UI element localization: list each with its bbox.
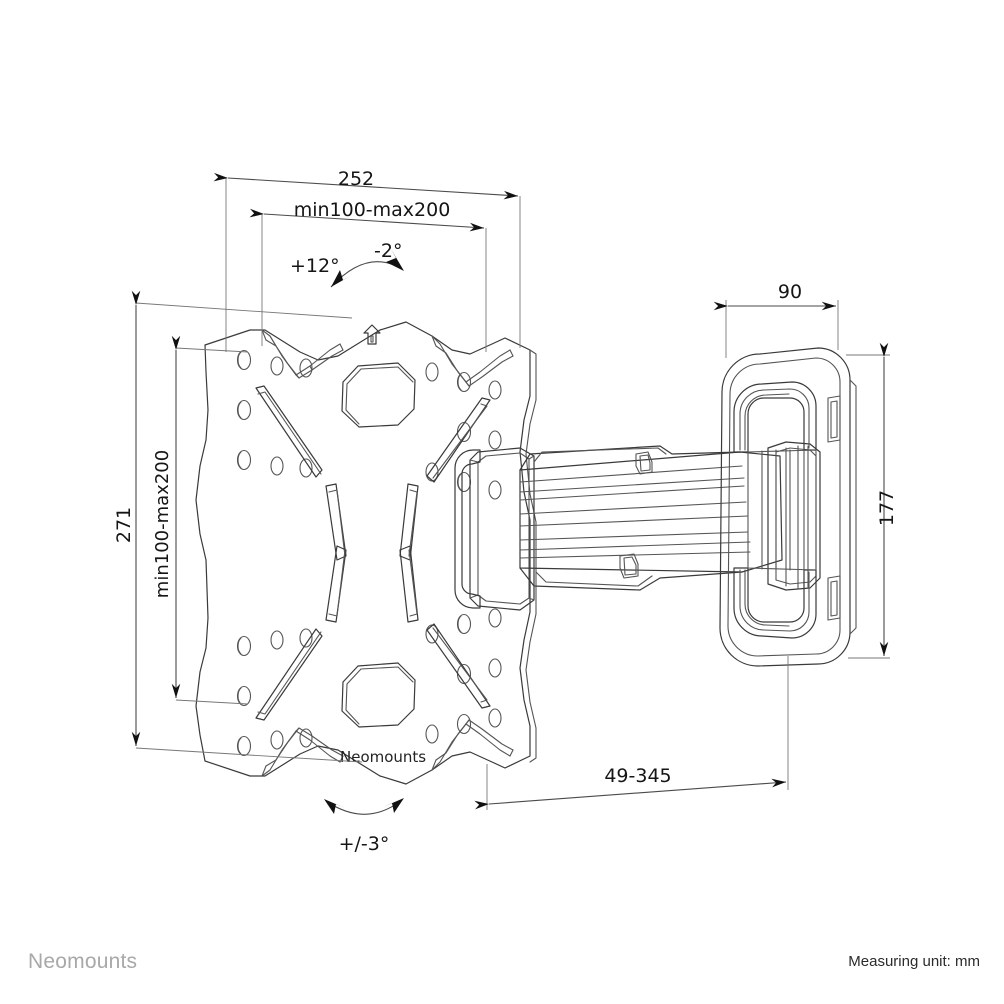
notch-top-right xyxy=(431,335,514,387)
angle-swivel-indicator: +/-3° xyxy=(324,798,404,855)
angle-tilt-indicator: +12° -2° xyxy=(290,240,404,288)
wallplate-center-web xyxy=(747,449,817,571)
wallplate-upper-arch xyxy=(733,381,817,453)
hex-cutout-upper xyxy=(341,362,416,428)
angle-swivel-label: +/-3° xyxy=(339,833,390,855)
plate-slots xyxy=(255,385,491,721)
angle-tilt-up-label: +12° xyxy=(290,255,340,277)
notch-bottom-left xyxy=(261,727,344,777)
dimension-271-label: 271 xyxy=(113,507,135,543)
wallplate-lower-arch xyxy=(733,567,817,639)
angle-tilt-down-label: -2° xyxy=(374,240,402,262)
dimension-252-label: 252 xyxy=(338,168,374,190)
wallplate-outer xyxy=(719,347,851,667)
dimension-vesa-horizontal-label: min100-max200 xyxy=(294,199,451,221)
up-arrow-icon xyxy=(363,324,381,345)
plate-holes-left xyxy=(236,349,252,757)
wallplate-mount-slots xyxy=(827,395,841,621)
dimension-extension: 49-345 xyxy=(474,656,789,810)
arm-extrusion xyxy=(519,445,783,591)
dimension-177: 177 xyxy=(846,342,898,659)
notch-top-left xyxy=(261,329,344,379)
plate-pivot-hinge xyxy=(454,447,535,611)
plate-outline xyxy=(195,321,531,785)
extension-arm-group xyxy=(454,441,821,611)
dimension-90: 90 xyxy=(713,281,839,358)
wall-plate-group xyxy=(719,347,857,667)
display-plate-group: Neomounts xyxy=(195,321,537,785)
dimension-90-label: 90 xyxy=(778,281,802,303)
notch-bottom-right xyxy=(431,719,514,771)
dimension-vesa-vertical: min100-max200 xyxy=(152,335,249,705)
dimension-vesa-vertical-label: min100-max200 xyxy=(152,450,173,598)
dimension-177-label: 177 xyxy=(876,490,898,526)
plate-brand-label: Neomounts xyxy=(340,748,426,766)
page-footer: Neomounts Measuring unit: mm xyxy=(0,942,1004,1004)
footer-brand: Neomounts xyxy=(28,950,138,973)
footer-measuring-unit: Measuring unit: mm xyxy=(848,953,980,970)
dimension-extension-label: 49-345 xyxy=(604,765,671,787)
plate-holes-inner-left xyxy=(270,356,313,750)
plate-holes-right xyxy=(425,362,502,744)
dimension-252: 252 xyxy=(213,168,521,352)
hex-cutout-lower xyxy=(341,662,416,728)
dimension-271: 271 xyxy=(113,290,363,763)
dimension-vesa-horizontal: min100-max200 xyxy=(249,199,487,352)
